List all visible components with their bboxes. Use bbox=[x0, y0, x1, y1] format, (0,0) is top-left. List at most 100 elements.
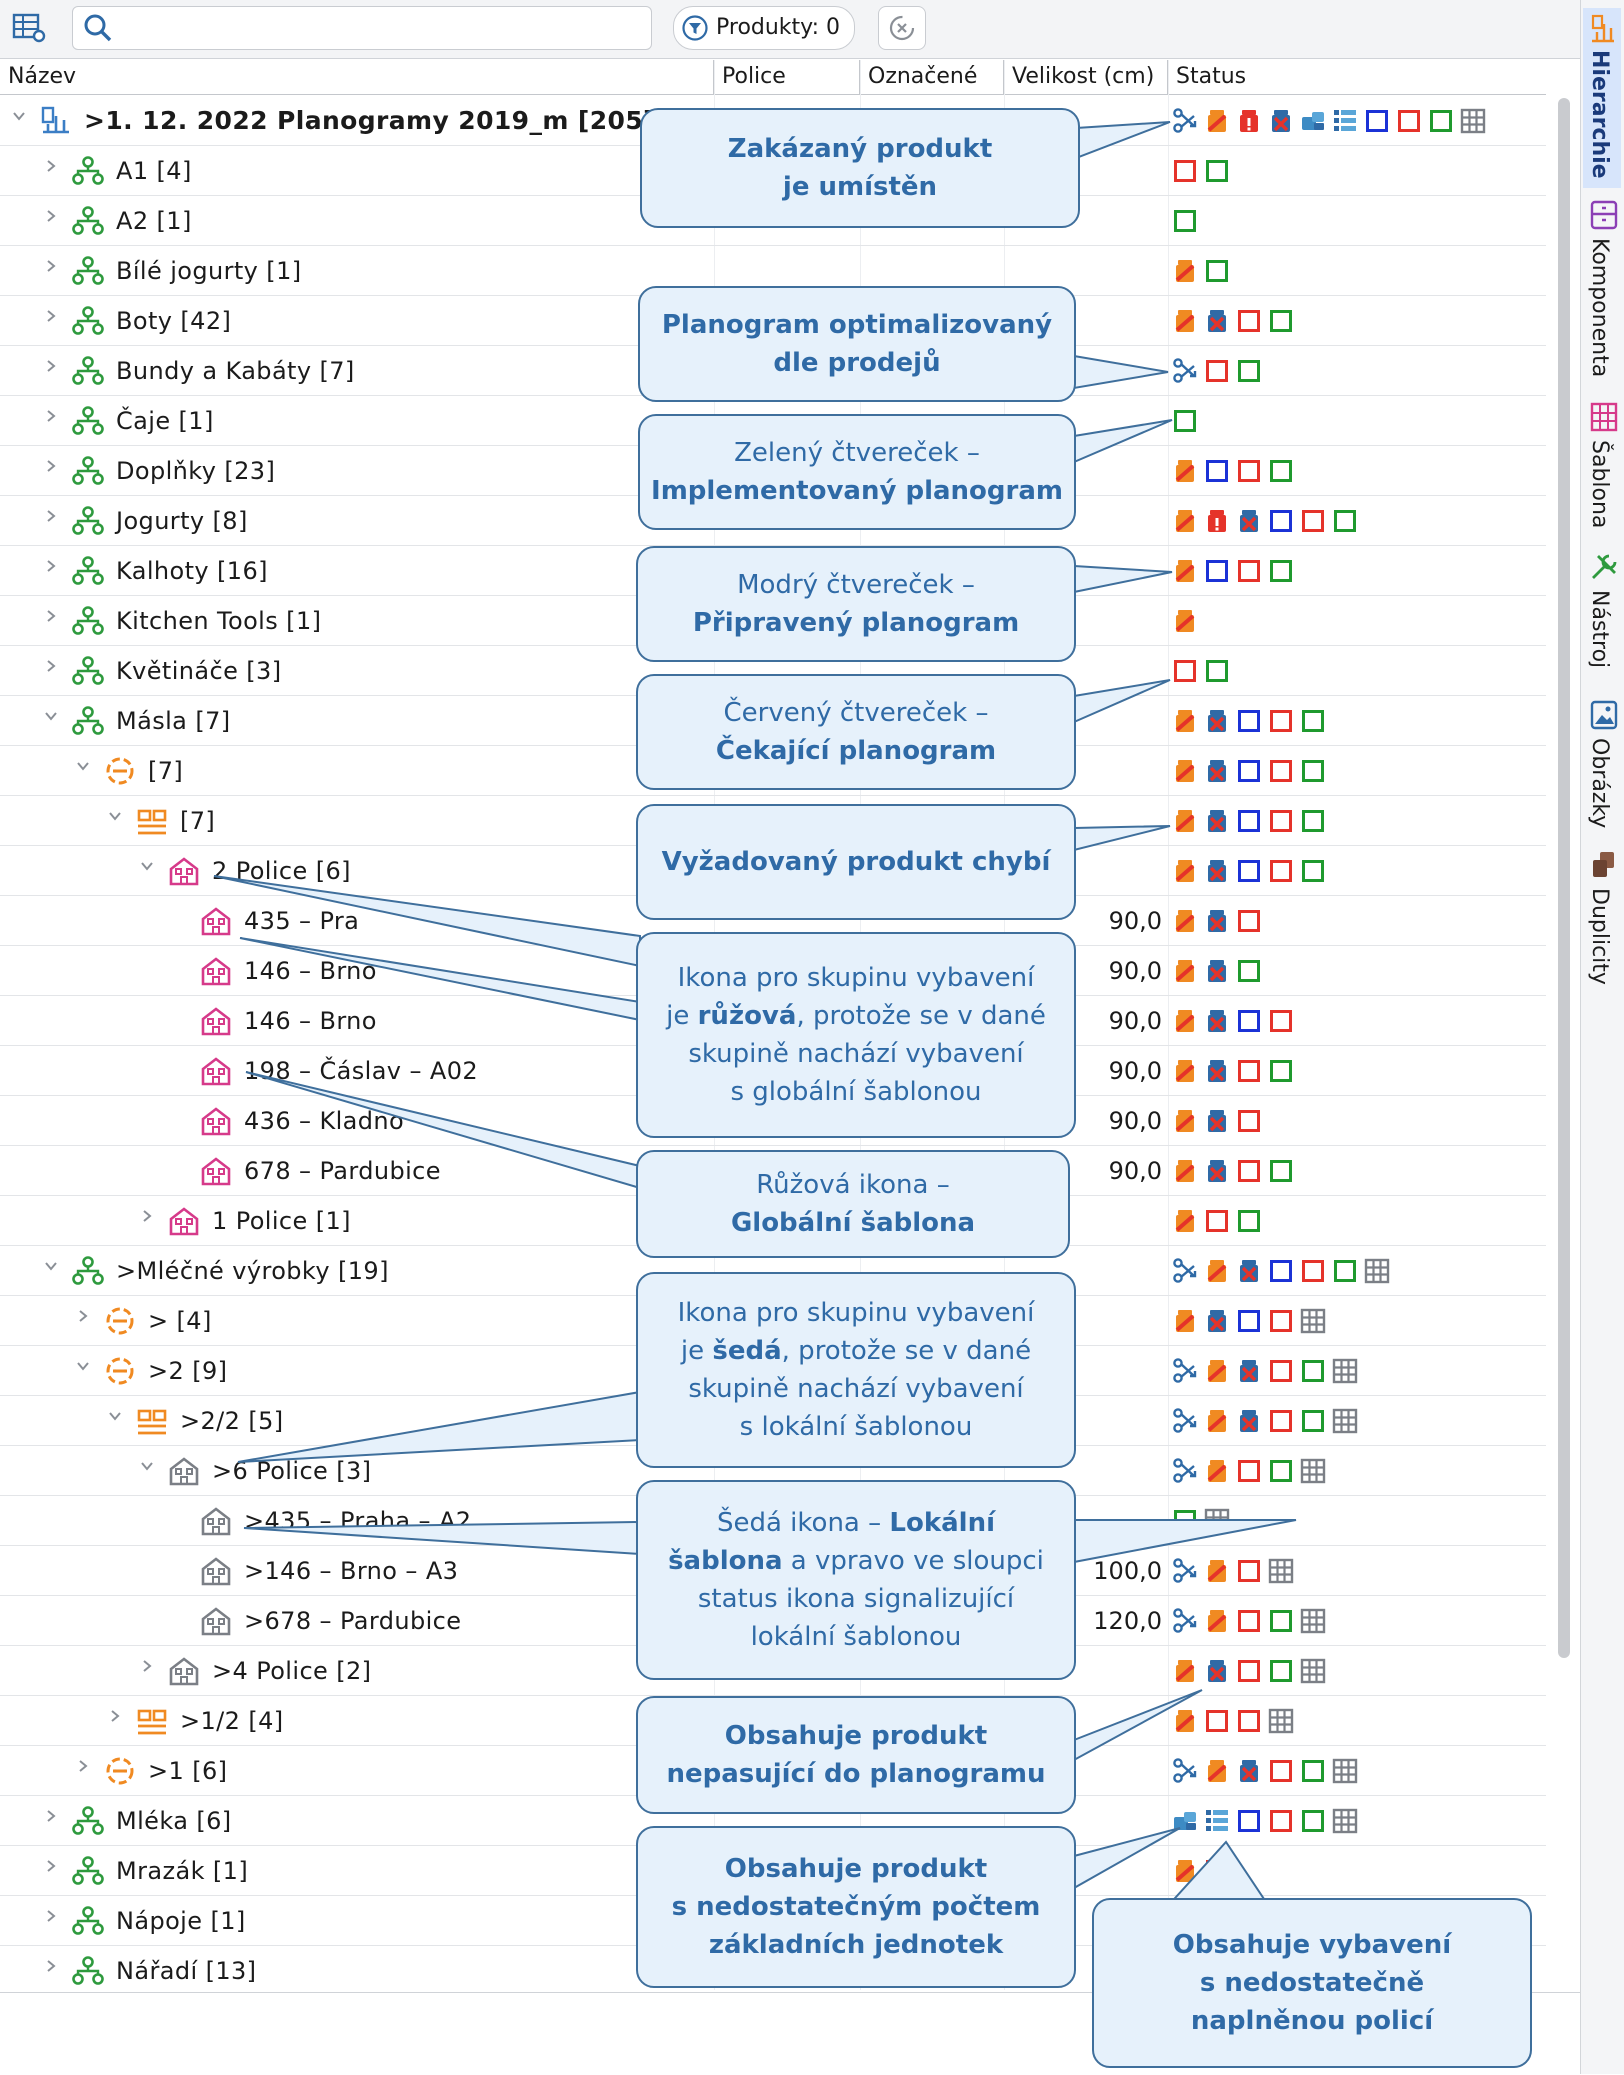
green-square-icon bbox=[1302, 1360, 1324, 1382]
row-size-value: 90,0 bbox=[1108, 1157, 1162, 1185]
red-square-icon bbox=[1270, 1810, 1292, 1832]
tab-duplicity[interactable]: Duplicity bbox=[1583, 846, 1621, 996]
column-header-marked[interactable]: Označené bbox=[860, 60, 1004, 94]
row-status-icons bbox=[1172, 808, 1326, 834]
tree-row-label: Kalhoty [16] bbox=[116, 557, 268, 585]
green-square-icon bbox=[1334, 510, 1356, 532]
green-square-icon bbox=[1206, 660, 1228, 682]
image-icon bbox=[1590, 700, 1618, 730]
row-status-icons bbox=[1172, 258, 1230, 284]
callout-text: je bbox=[680, 1336, 713, 1366]
row-status-icons bbox=[1172, 158, 1230, 184]
tree-row-label: >1. 12. 2022 Planogramy 2019_m [205] bbox=[84, 106, 655, 135]
reset-filter-button[interactable] bbox=[878, 6, 926, 50]
callout-text-bold: růžová bbox=[697, 1001, 797, 1031]
row-status-icons bbox=[1172, 1008, 1294, 1034]
table-settings-icon[interactable] bbox=[12, 12, 46, 44]
column-header-shelf[interactable]: Police bbox=[714, 60, 860, 94]
leader-c4 bbox=[1073, 564, 1173, 594]
red-square-icon bbox=[1238, 310, 1260, 332]
leader-c10b bbox=[1073, 1519, 1297, 1564]
search-input[interactable] bbox=[72, 6, 652, 50]
callout-text: skupině nachází vybavení bbox=[688, 1374, 1024, 1404]
callout-text: Modrý čtvereček – bbox=[737, 570, 975, 600]
tree-row[interactable]: >146 – Brno – A3 100,0 bbox=[0, 1546, 1546, 1596]
callout-text: s globální šablonou bbox=[730, 1077, 982, 1107]
tree-row-label: Květináče [3] bbox=[116, 657, 282, 685]
tab-hierarchie[interactable]: Hierarchie bbox=[1583, 8, 1621, 188]
row-status-icons bbox=[1172, 458, 1294, 484]
row-status-icons bbox=[1172, 758, 1326, 784]
red-square-icon bbox=[1398, 110, 1420, 132]
blue-square-icon bbox=[1238, 860, 1260, 882]
tree-row-label: A1 [4] bbox=[116, 157, 192, 185]
callout-text: Růžová ikona – bbox=[756, 1170, 950, 1200]
tree-row-label: >2/2 [5] bbox=[180, 1407, 284, 1435]
red-square-icon bbox=[1238, 1060, 1260, 1082]
tree-row[interactable]: [7] bbox=[0, 746, 1546, 796]
callout-misfit-product: Obsahuje produkt nepasující do planogram… bbox=[636, 1696, 1076, 1814]
tree-row-label: 146 – Brno bbox=[244, 1007, 377, 1035]
tree-row[interactable]: Nářadí [13] bbox=[0, 1946, 1546, 1990]
row-status-icons bbox=[1172, 558, 1294, 584]
tab-sablona[interactable]: Šablona bbox=[1583, 398, 1621, 536]
callout-pink-group-icon: Ikona pro skupinu vybavení je růžová, pr… bbox=[636, 932, 1076, 1138]
reset-icon bbox=[889, 15, 915, 41]
row-status-icons bbox=[1172, 1108, 1262, 1134]
tab-nastroj[interactable]: Nástroj bbox=[1583, 548, 1621, 686]
tab-obrazky[interactable]: Obrázky bbox=[1583, 696, 1621, 836]
red-square-icon bbox=[1270, 1310, 1292, 1332]
tree-row-label: >2 [9] bbox=[148, 1357, 228, 1385]
vertical-scrollbar[interactable] bbox=[1558, 98, 1570, 1658]
row-status-icons bbox=[1172, 958, 1262, 984]
callout-text: , protože se v dané bbox=[781, 1336, 1032, 1366]
row-status-icons bbox=[1172, 408, 1198, 434]
tree-row-label: >4 Police [2] bbox=[212, 1657, 372, 1685]
row-status-icons bbox=[1172, 1458, 1326, 1484]
tab-label: Duplicity bbox=[1587, 888, 1612, 985]
callout-text-bold: šablona bbox=[668, 1546, 783, 1576]
tree-row-label: Másla [7] bbox=[116, 707, 231, 735]
green-square-icon bbox=[1270, 560, 1292, 582]
tree-row[interactable]: A2 [1] bbox=[0, 196, 1546, 246]
row-status-icons bbox=[1172, 658, 1230, 684]
callout-optimized-planogram: Planogram optimalizovaný dle prodejů bbox=[638, 286, 1076, 402]
products-filter-label: Produkty: 0 bbox=[716, 15, 840, 40]
callout-text: a vpravo ve sloupci bbox=[782, 1546, 1044, 1576]
tab-komponenta[interactable]: Komponenta bbox=[1583, 196, 1621, 386]
tree-row-label: 678 – Pardubice bbox=[244, 1157, 441, 1185]
callout-text: s nedostatečně bbox=[1199, 1968, 1425, 1998]
red-square-icon bbox=[1270, 1410, 1292, 1432]
red-square-icon bbox=[1270, 760, 1292, 782]
green-square-icon bbox=[1302, 860, 1324, 882]
red-square-icon bbox=[1206, 360, 1228, 382]
tree-row[interactable]: Jogurty [8] bbox=[0, 496, 1546, 546]
row-status-icons bbox=[1172, 508, 1358, 534]
green-square-icon bbox=[1270, 1610, 1292, 1632]
column-header-size[interactable]: Velikost (cm) bbox=[1004, 60, 1168, 94]
row-status-icons bbox=[1172, 1558, 1294, 1584]
column-header-name[interactable]: Název bbox=[0, 60, 714, 94]
callout-gray-group-icon: Ikona pro skupinu vybavení je šedá, prot… bbox=[636, 1272, 1076, 1468]
red-square-icon bbox=[1238, 1710, 1260, 1732]
column-header-status[interactable]: Status bbox=[1176, 64, 1247, 89]
callout-text: s lokální šablonou bbox=[739, 1412, 973, 1442]
callout-text: naplněnou policí bbox=[1190, 2006, 1434, 2036]
green-square-icon bbox=[1206, 260, 1228, 282]
row-size-value: 100,0 bbox=[1093, 1557, 1162, 1585]
tree-row-label: Boty [42] bbox=[116, 307, 232, 335]
row-status-icons bbox=[1172, 1308, 1326, 1334]
tree-row-label: Nápoje [1] bbox=[116, 1907, 246, 1935]
red-square-icon bbox=[1270, 1760, 1292, 1782]
tree-row-label: Bundy a Kabáty [7] bbox=[116, 357, 355, 385]
hierarchy-icon bbox=[1591, 14, 1614, 43]
red-square-icon bbox=[1238, 1110, 1260, 1132]
products-filter-button[interactable]: Produkty: 0 bbox=[673, 6, 855, 50]
tree-row-label: >146 – Brno – A3 bbox=[244, 1557, 459, 1585]
tree-row[interactable]: >4 Police [2] bbox=[0, 1646, 1546, 1696]
row-status-icons bbox=[1172, 358, 1262, 384]
green-square-icon bbox=[1270, 1460, 1292, 1482]
blue-square-icon bbox=[1270, 1260, 1292, 1282]
